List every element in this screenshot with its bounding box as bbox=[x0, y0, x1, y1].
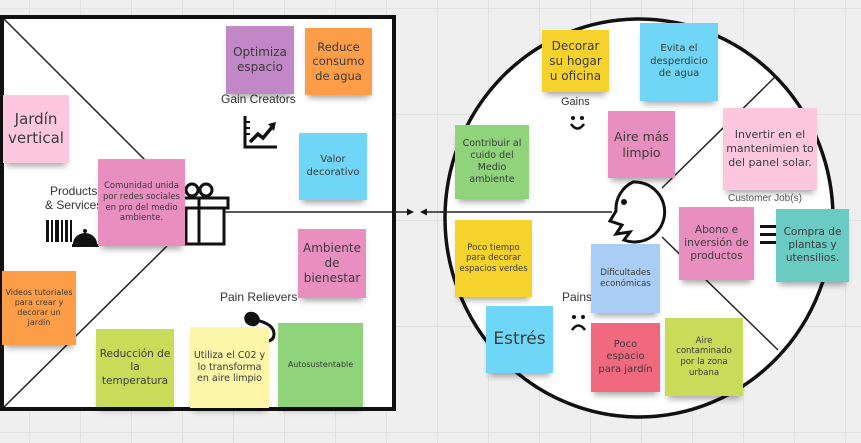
pains-label: Pains bbox=[562, 290, 593, 304]
arrowhead-left-icon bbox=[420, 208, 427, 216]
sticky-comunidad[interactable]: Comunidad unida por redes sociales en pr… bbox=[98, 159, 185, 246]
products-services-icon bbox=[46, 220, 99, 247]
arrowhead-right-icon bbox=[407, 208, 414, 216]
sticky-contribuir-medio-ambiente[interactable]: Contribuir al cuido del Medio ambiente bbox=[455, 125, 529, 199]
sticky-valor-decorativo[interactable]: Valor decorativo bbox=[299, 133, 367, 200]
sticky-dificultades-economicas[interactable]: Dificultades económicas bbox=[591, 244, 660, 313]
services-label: & Services bbox=[45, 198, 103, 212]
smile-icon bbox=[569, 116, 586, 130]
sticky-poco-tiempo[interactable]: Poco tiempo para decorar espacios verdes bbox=[455, 220, 532, 297]
square-diagonal-top bbox=[3, 18, 146, 161]
sticky-decorar-hogar[interactable]: Decorar su hogar u oficina bbox=[542, 30, 609, 92]
products-label: Products bbox=[50, 184, 98, 198]
sticky-reduce-consumo-agua[interactable]: Reduce consumo de agua bbox=[305, 28, 372, 95]
sticky-evita-desperdicio[interactable]: Evita el desperdicio de agua bbox=[640, 23, 718, 101]
sticky-aire-contaminado[interactable]: Aire contaminado por la zona urbana bbox=[665, 318, 743, 396]
checklist-icon bbox=[760, 225, 778, 244]
sticky-invertir-panel-solar[interactable]: Invertir en el mantenimien to del panel … bbox=[723, 108, 817, 190]
customer-jobs-label: Customer Job(s) bbox=[728, 193, 802, 204]
gain-creators-label: Gain Creators bbox=[221, 92, 296, 106]
circle-divider-top bbox=[661, 75, 777, 189]
sticky-utiliza-co2[interactable]: Utiliza el C02 y lo transforma en aire l… bbox=[190, 327, 269, 408]
pain-relievers-label: Pain Relievers bbox=[220, 290, 298, 304]
growth-chart-icon bbox=[243, 116, 277, 149]
sticky-compra-plantas[interactable]: Compra de plantas y utensilios. bbox=[776, 209, 849, 282]
sticky-jardin-vertical[interactable]: Jardín vertical bbox=[3, 95, 69, 163]
sticky-abono-inversion[interactable]: Abono e inversión de productos bbox=[679, 207, 754, 280]
gift-icon bbox=[180, 182, 230, 246]
sticky-poco-espacio[interactable]: Poco espacio para jardín bbox=[591, 323, 660, 392]
sticky-videos-tutoriales[interactable]: Videos tutoriales para crear y decorar u… bbox=[2, 271, 76, 345]
frown-icon bbox=[570, 315, 587, 331]
square-diagonal-bottom bbox=[3, 245, 168, 408]
customer-face-icon bbox=[607, 180, 667, 244]
sticky-reduccion-temperatura[interactable]: Reducción de la temperatura bbox=[96, 329, 174, 407]
gains-label: Gains bbox=[561, 96, 590, 108]
sticky-ambiente-bienestar[interactable]: Ambiente de bienestar bbox=[298, 229, 366, 298]
sticky-estres[interactable]: Estrés bbox=[486, 306, 553, 373]
sticky-autosustentable[interactable]: Autosustentable bbox=[278, 323, 363, 407]
pain-reliever-icon bbox=[244, 311, 276, 343]
sticky-aire-mas-limpio[interactable]: Aire más limpio bbox=[608, 111, 675, 178]
sticky-optimiza-espacio[interactable]: Optimiza espacio bbox=[226, 26, 294, 94]
